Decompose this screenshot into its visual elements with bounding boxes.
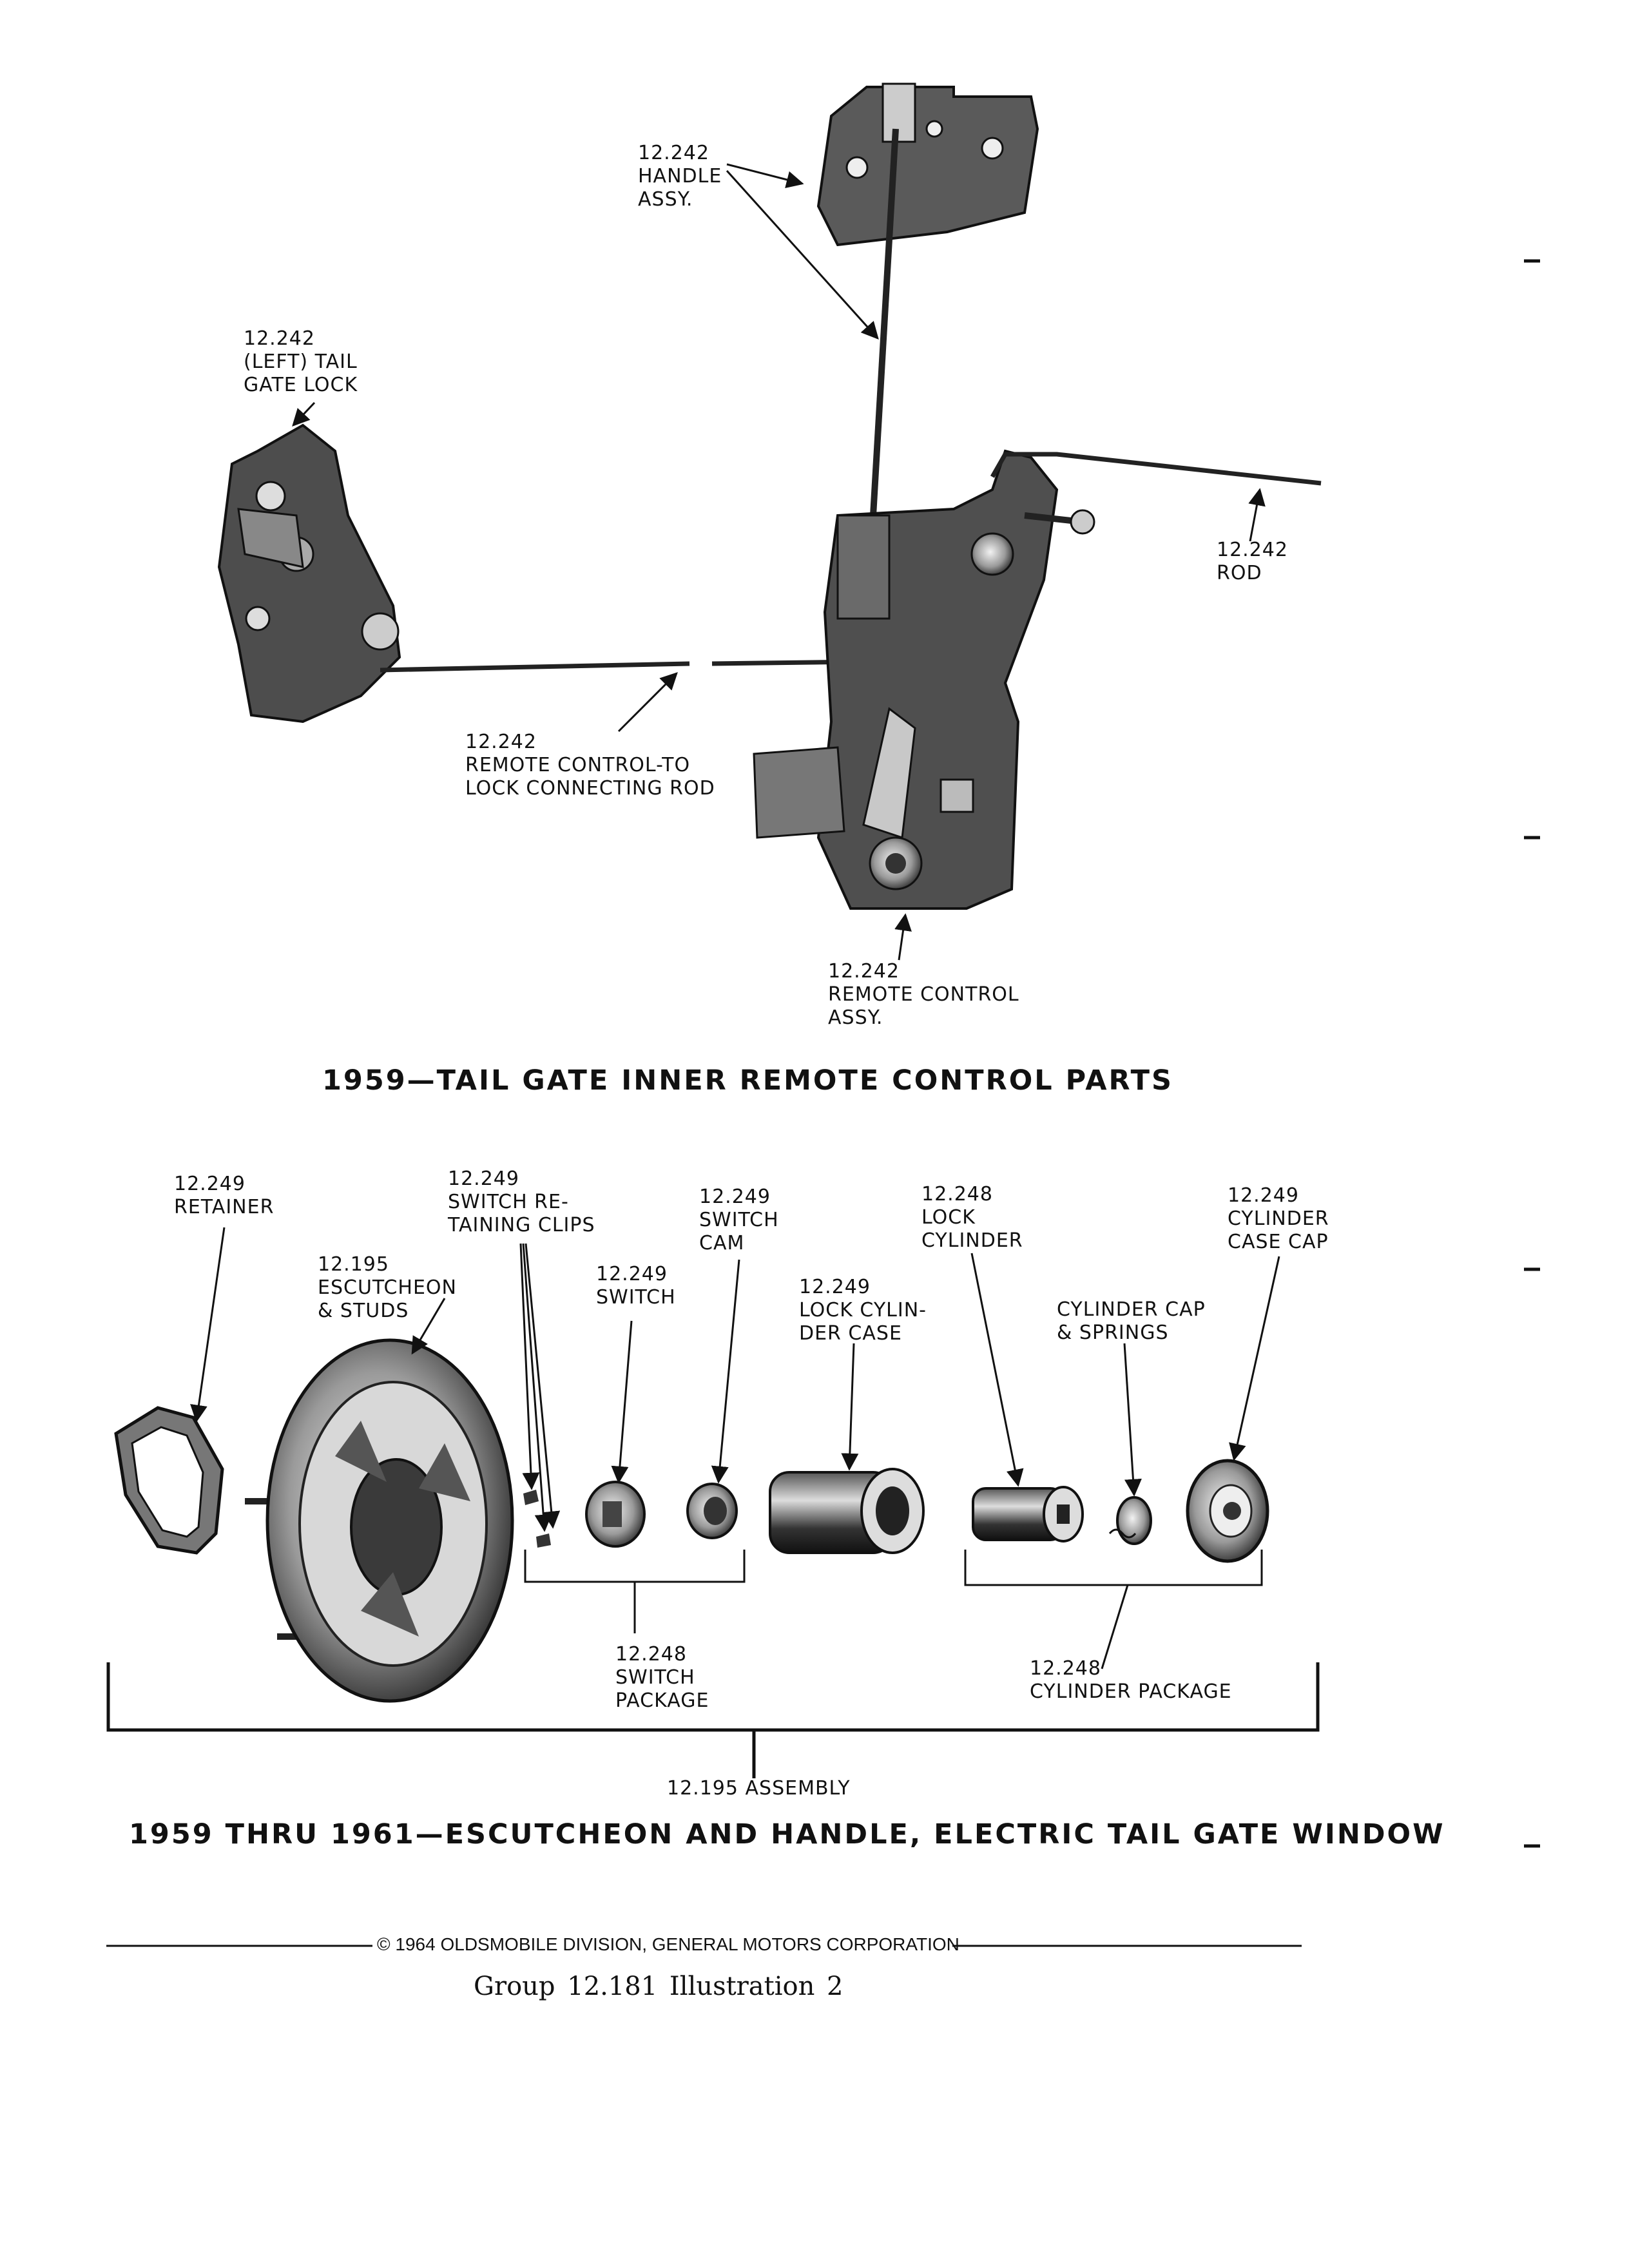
label-left-tail-gate-lock: 12.242 (LEFT) TAIL GATE LOCK [244, 327, 358, 396]
label-rod: 12.242 ROD [1217, 539, 1288, 584]
assembly-bracket [106, 1662, 1320, 1778]
remote-control-assembly-part [753, 449, 1095, 910]
handle-assembly-part [816, 82, 1039, 247]
package-brackets [524, 1550, 1263, 1669]
connecting-rod [380, 661, 690, 673]
switch-retaining-clips-part [523, 1490, 551, 1548]
label-switch: 12.249 SWITCH [596, 1263, 676, 1309]
switch-cam-part [686, 1483, 738, 1539]
diagram2-title: 1959 THRU 1961—ESCUTCHEON AND HANDLE, EL… [129, 1818, 1445, 1850]
upper-rod [990, 452, 1322, 486]
diagram2-leaders [190, 1227, 1280, 1532]
copyright-text: © 1964 OLDSMOBILE DIVISION, GENERAL MOTO… [377, 1934, 959, 1954]
retainer-part [114, 1406, 224, 1555]
label-assembly: 12.195 ASSEMBLY [667, 1777, 851, 1800]
left-tail-gate-lock-part [217, 423, 401, 724]
lock-cylinder-case-part [769, 1468, 925, 1554]
label-switch-retaining-clips: 12.249 SWITCH RE- TAINING CLIPS [448, 1168, 595, 1236]
label-handle-assy: 12.242 HANDLE ASSY. [638, 142, 722, 211]
diagram1-title: 1959—TAIL GATE INNER REMOTE CONTROL PART… [322, 1064, 1173, 1097]
lock-cylinder-part [972, 1486, 1084, 1542]
handle-rod [870, 128, 899, 516]
label-retainer: 12.249 RETAINER [174, 1173, 275, 1218]
switch-part [585, 1481, 646, 1548]
cylinder-cap-springs-part [1108, 1496, 1152, 1545]
label-remote-control-assy: 12.242 REMOTE CONTROL ASSY. [828, 960, 1019, 1029]
label-cylinder-package: 12.248 CYLINDER PACKAGE [1030, 1657, 1232, 1703]
escutcheon-part [245, 1338, 514, 1703]
label-lock-cylinder: 12.248 LOCK CYLINDER [921, 1183, 1023, 1252]
label-cylinder-case-cap: 12.249 CYLINDER CASE CAP [1228, 1184, 1329, 1253]
label-switch-cam: 12.249 SWITCH CAM [699, 1186, 779, 1254]
label-lock-cylinder-case: 12.249 LOCK CYLIN- DER CASE [799, 1276, 927, 1345]
diagram1-leaders [292, 163, 1266, 961]
label-connecting-rod: 12.242 REMOTE CONTROL-TO LOCK CONNECTING… [465, 731, 715, 800]
margin-marks [1524, 259, 1540, 1848]
cylinder-case-cap-part [1186, 1459, 1269, 1563]
group-illustration-caption: Group 12.181 Illustration 2 [474, 1972, 843, 2001]
label-escutcheon-studs: 12.195 ESCUTCHEON & STUDS [318, 1253, 457, 1322]
label-cylinder-cap-springs: CYLINDER CAP & SPRINGS [1057, 1298, 1206, 1344]
label-switch-package: 12.248 SWITCH PACKAGE [615, 1643, 709, 1712]
